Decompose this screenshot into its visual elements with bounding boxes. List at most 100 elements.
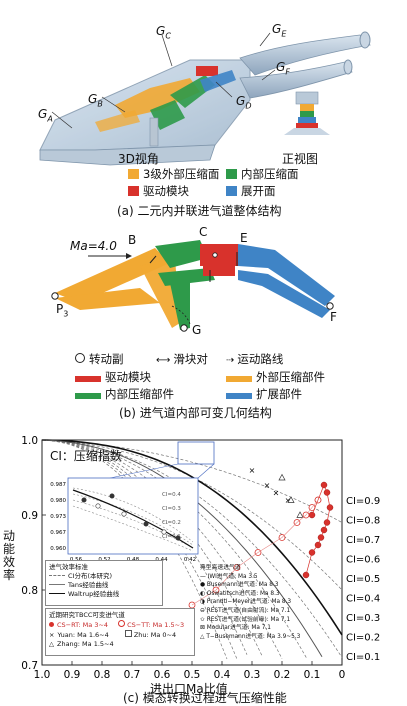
point-zhang xyxy=(278,473,286,481)
label-g-d: GD xyxy=(236,94,252,111)
point-p3-label: P3 xyxy=(56,302,69,319)
legend-a-expand: 展开面 xyxy=(226,183,276,199)
view-3d-label: 3D视角 xyxy=(118,152,159,166)
legend-criteria-item: Tans经验曲线 xyxy=(49,581,159,590)
legend-typical-item: △ T−Busemann进气道: Ma 3.9~5.3 xyxy=(200,633,301,640)
inset-point xyxy=(109,493,115,499)
point-e-label: E xyxy=(240,231,248,245)
zoom-line xyxy=(197,463,215,479)
inset-ci-curve xyxy=(72,487,194,543)
inset-y-tick: 0.987 xyxy=(50,482,66,488)
cs-rt-line xyxy=(326,507,331,523)
point-yuan: × xyxy=(285,496,292,505)
cs-tt-line xyxy=(236,552,259,568)
ci-label: CI=0.3 xyxy=(346,613,380,624)
point-b-label: B xyxy=(128,233,137,247)
inset-y-tick: 0.967 xyxy=(50,530,66,536)
legend-typical-header: 典型高速进气道 xyxy=(200,565,241,571)
ci-curve xyxy=(41,439,308,659)
cs-rt-line xyxy=(311,544,319,553)
legend-b-slider: ⟷滑块对 xyxy=(156,352,208,366)
legend-b-path: ⇢运动路线 xyxy=(226,352,284,366)
cs-rt-line xyxy=(320,529,325,538)
legend-typical-item: — IWI进气道: Ma 3.5 xyxy=(200,573,258,580)
y-tick-label: 0.8 xyxy=(21,585,38,597)
empirical-curve xyxy=(41,439,343,636)
caption-b: (b) 进气道内部可变几何结构 xyxy=(119,406,272,420)
cs-rt-line xyxy=(326,492,331,508)
y-tick-label: 0.7 xyxy=(21,660,38,672)
slider-arrow-icon: ⟷ xyxy=(156,355,171,366)
cs-tt-line xyxy=(311,499,319,508)
point-f-label: F xyxy=(330,310,337,324)
pivot-icon xyxy=(75,353,85,363)
inset-y-tick: 0.980 xyxy=(50,498,66,504)
ci-label: CI=0.4 xyxy=(346,594,380,605)
panel-b: Ma=4.0 B C E P3 G F 转动副 ⟷滑块对 ⇢运动路线 驱动模块 … xyxy=(0,225,407,428)
mechanism-diagram xyxy=(51,240,335,332)
x-tick-label: 1.0 xyxy=(34,669,51,681)
cs-tt-line xyxy=(257,537,283,553)
inset-point xyxy=(81,497,87,503)
x-tick-label: 0.8 xyxy=(94,669,111,681)
legend-a-internal: 内部压缩面 xyxy=(226,166,299,182)
legend-a-external: 3级外部压缩面 xyxy=(128,166,219,182)
inset-title: CI：压缩指数 xyxy=(50,449,122,463)
inset-point xyxy=(95,503,101,509)
ci-labels: CI=0.9CI=0.8CI=0.7CI=0.6CI=0.5CI=0.4CI=0… xyxy=(346,496,380,663)
label-g-c: GC xyxy=(156,24,171,41)
inset-plot: 0.560.520.480.440.420.9870.9800.9730.967… xyxy=(50,477,199,563)
legend-b-pivot: 转动副 xyxy=(75,351,124,367)
legend-typical: 典型高速进气道 — IWI进气道: Ma 3.5 ● Busemann进气道: … xyxy=(200,564,318,641)
label-g-e: GE xyxy=(272,22,287,39)
ci-label: CI=0.6 xyxy=(346,555,380,566)
legend-swatch xyxy=(75,376,101,382)
point-zhang xyxy=(287,496,295,503)
ci-label: CI=0.2 xyxy=(346,633,380,644)
cs-rt-line xyxy=(305,552,313,576)
cs-rt-line xyxy=(317,484,325,501)
legend-tbcc-item: △Zhang: Ma 1.5~4 xyxy=(49,640,114,648)
legend-b-expand: 扩展部件 xyxy=(226,386,302,402)
ci-label: CI=0.9 xyxy=(346,496,380,507)
cs-rt-line xyxy=(323,484,328,493)
legend-typical-item: ⊖ REST进气道(自由射流): Ma 7.1 xyxy=(200,607,291,614)
x-tick-label: 0.3 xyxy=(244,669,261,681)
label-g-f: GF xyxy=(276,60,290,77)
zoom-line xyxy=(109,463,179,479)
cs-rt-line xyxy=(323,522,328,531)
point-zhang xyxy=(296,511,304,518)
legend-b-external: 外部压缩部件 xyxy=(226,369,325,385)
cs-tt-line xyxy=(296,514,307,523)
y-axis-label: 动能效率 xyxy=(3,529,16,582)
point-yuan: × xyxy=(249,466,256,475)
cs-tt-line xyxy=(191,589,217,606)
inset-waltrup-curve xyxy=(72,489,194,549)
legend-criteria: 进气效率标准 CI分布(本研究) Tans经验曲线 Waltrup经验曲线 xyxy=(45,560,163,606)
zoom-box xyxy=(177,441,215,465)
x-tick-label: 0.2 xyxy=(274,669,291,681)
legend-b-internal: 内部压缩部件 xyxy=(75,386,174,402)
inset-ci-curve xyxy=(72,493,194,546)
inset-x-tick: 0.42 xyxy=(184,557,196,563)
cs-tt-line xyxy=(281,522,298,538)
path-arrow-icon: ⇢ xyxy=(226,355,235,366)
view-front-label: 正视图 xyxy=(282,152,319,166)
legend-swatch xyxy=(128,169,139,179)
inset-ci-curve xyxy=(72,499,194,549)
x-tick-label: 0.7 xyxy=(124,669,141,681)
point-c-label: C xyxy=(199,225,208,239)
legend-swatch xyxy=(226,186,237,196)
legend-typical-item: ◐ Oswatitsch进气道: Ma 8.3 xyxy=(200,590,280,597)
legend-tbcc-item: ×Yuan: Ma 1.6~4 Zhu: Ma 0~4 xyxy=(49,630,177,639)
ci-label: CI=0.8 xyxy=(346,516,380,527)
intake-3d-illustration xyxy=(39,31,371,166)
caption-a: (a) 二元内并联进气道整体结构 xyxy=(117,204,282,218)
legend-tbcc-item: CS−RT: Ma 3~4 CS−TT: Ma 1.5~3 xyxy=(49,620,191,630)
inset-y-tick: 0.960 xyxy=(50,546,66,552)
ci-label: CI=0.7 xyxy=(346,535,380,546)
legend-a-drive: 驱动模块 xyxy=(128,183,189,199)
inset-point xyxy=(121,511,127,517)
